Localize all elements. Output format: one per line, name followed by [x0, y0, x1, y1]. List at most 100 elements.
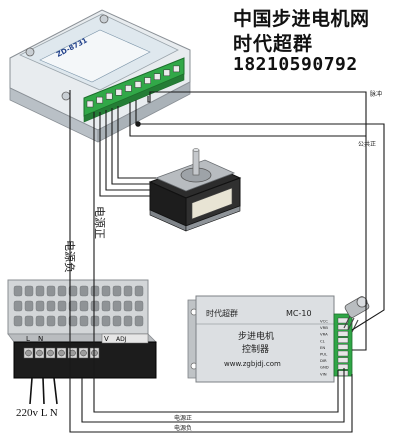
controller-website: www.zgbjdj.com: [224, 360, 281, 368]
wire-label-pos-vertical: 电源正: [93, 206, 107, 239]
vent-slot-icon: [101, 300, 111, 312]
junction-dot-icon: [135, 121, 141, 127]
vent-slot-icon: [35, 315, 45, 327]
potentiometer-icon: [343, 296, 370, 333]
vent-slot-icon: [13, 285, 23, 297]
terminal-screw-icon: [134, 81, 142, 88]
terminal-screw-icon: [173, 65, 180, 73]
controller-terminal-label: VRA: [320, 332, 328, 337]
controller-model: MC-10: [286, 309, 312, 318]
terminal-screw-icon: [337, 357, 349, 363]
vent-slot-icon: [134, 285, 144, 297]
power-supply: L N V ADJ 220v L N: [7, 279, 157, 419]
terminal-screw-icon: [337, 370, 349, 376]
controller-enclosure: [195, 295, 335, 383]
vent-slot-icon: [90, 315, 100, 327]
vent-slot-icon: [101, 315, 111, 327]
psu-label-adj: ADJ: [116, 336, 127, 343]
mounting-screw-icon: [61, 91, 71, 101]
page-title: 中国步进电机网: [233, 8, 370, 30]
wire-label-bottom-neg: 电源负: [174, 424, 192, 432]
vent-slot-icon: [57, 315, 67, 327]
psu-vent-grid: [13, 285, 144, 327]
vent-slot-icon: [101, 285, 111, 297]
vent-slot-icon: [123, 285, 133, 297]
vent-slot-icon: [57, 300, 67, 312]
terminal-screw-icon: [86, 100, 94, 108]
phone-number: 18210590792: [233, 54, 358, 75]
controller-terminal-label: PUL: [320, 352, 328, 357]
controller-terminal-label: VCC: [320, 319, 328, 324]
terminal-screw-icon: [337, 337, 349, 343]
vent-slot-icon: [112, 315, 122, 327]
vent-slot-icon: [90, 285, 100, 297]
ac-input-label: 220v L N: [16, 407, 58, 419]
vent-slot-icon: [79, 315, 89, 327]
psu-ac-cable: [29, 377, 58, 405]
vent-slot-icon: [46, 300, 56, 312]
vent-slot-icon: [35, 285, 45, 297]
controller-terminal-label: VRB: [320, 325, 328, 330]
motion-controller: 时代超群 MC-10 步进电机 控制器 www.zgbjdj.com VCCVR…: [187, 295, 370, 383]
terminal-screw-icon: [105, 92, 113, 100]
vent-slot-icon: [134, 300, 144, 312]
mounting-screw-icon: [99, 14, 109, 24]
terminal-screw-icon: [163, 69, 171, 77]
wire-label-neg-vertical: 电源负: [63, 240, 77, 273]
vent-slot-icon: [46, 315, 56, 327]
driver-terminal-block: [86, 65, 180, 108]
vent-slot-icon: [24, 285, 34, 297]
vent-slot-icon: [123, 315, 133, 327]
vent-slot-icon: [46, 285, 56, 297]
psu-terminal-strip: [13, 341, 157, 379]
terminal-screw-icon: [337, 350, 349, 357]
controller-name-line2: 控制器: [242, 343, 269, 355]
vent-slot-icon: [134, 315, 144, 327]
stepper-motor: [148, 148, 242, 232]
psu-label-n: N: [38, 335, 43, 343]
controller-terminal-label: DIR: [320, 358, 327, 363]
vent-slot-icon: [13, 300, 23, 312]
vent-slot-icon: [57, 285, 67, 297]
vent-slot-icon: [35, 300, 45, 312]
terminal-screw-icon: [125, 85, 132, 92]
terminal-screw-icon: [115, 89, 123, 96]
terminal-screw-icon: [144, 77, 151, 84]
terminal-screw-icon: [337, 324, 349, 330]
vent-slot-icon: [68, 315, 78, 327]
terminal-screw-icon: [337, 344, 349, 350]
motor-shaft: [192, 149, 200, 176]
vent-slot-icon: [90, 300, 100, 312]
mounting-screw-icon: [25, 47, 35, 57]
terminal-screw-icon: [96, 96, 103, 104]
vent-slot-icon: [13, 315, 23, 327]
psu-label-v: V: [104, 335, 109, 343]
vent-slot-icon: [79, 285, 89, 297]
controller-terminal-label: EN: [320, 345, 325, 350]
wire-label-common-pos: 公共正: [358, 140, 376, 148]
vent-slot-icon: [68, 300, 78, 312]
vent-slot-icon: [123, 300, 133, 312]
company-name: 时代超群: [233, 33, 314, 55]
motor-nameplate: [191, 187, 233, 220]
psu-label-l: L: [26, 335, 30, 343]
controller-terminal-label: VIN: [320, 371, 327, 376]
terminal-screw-icon: [337, 331, 349, 337]
controller-name-line1: 步进电机: [238, 330, 274, 342]
controller-brand: 时代超群: [206, 308, 238, 318]
stepper-driver: ZD-8731: [9, 9, 191, 143]
controller-terminal-label: GND: [320, 365, 329, 370]
vent-slot-icon: [24, 315, 34, 327]
controller-terminal-label: CL: [320, 338, 326, 343]
vent-slot-icon: [24, 300, 34, 312]
vent-slot-icon: [79, 300, 89, 312]
wiring: [69, 90, 385, 433]
terminal-screw-icon: [153, 73, 161, 80]
wire-label-pulse: 脉冲: [370, 90, 382, 98]
vent-slot-icon: [112, 300, 122, 312]
vent-slot-icon: [112, 285, 122, 297]
vent-slot-icon: [68, 285, 78, 297]
terminal-screw-icon: [337, 364, 349, 370]
